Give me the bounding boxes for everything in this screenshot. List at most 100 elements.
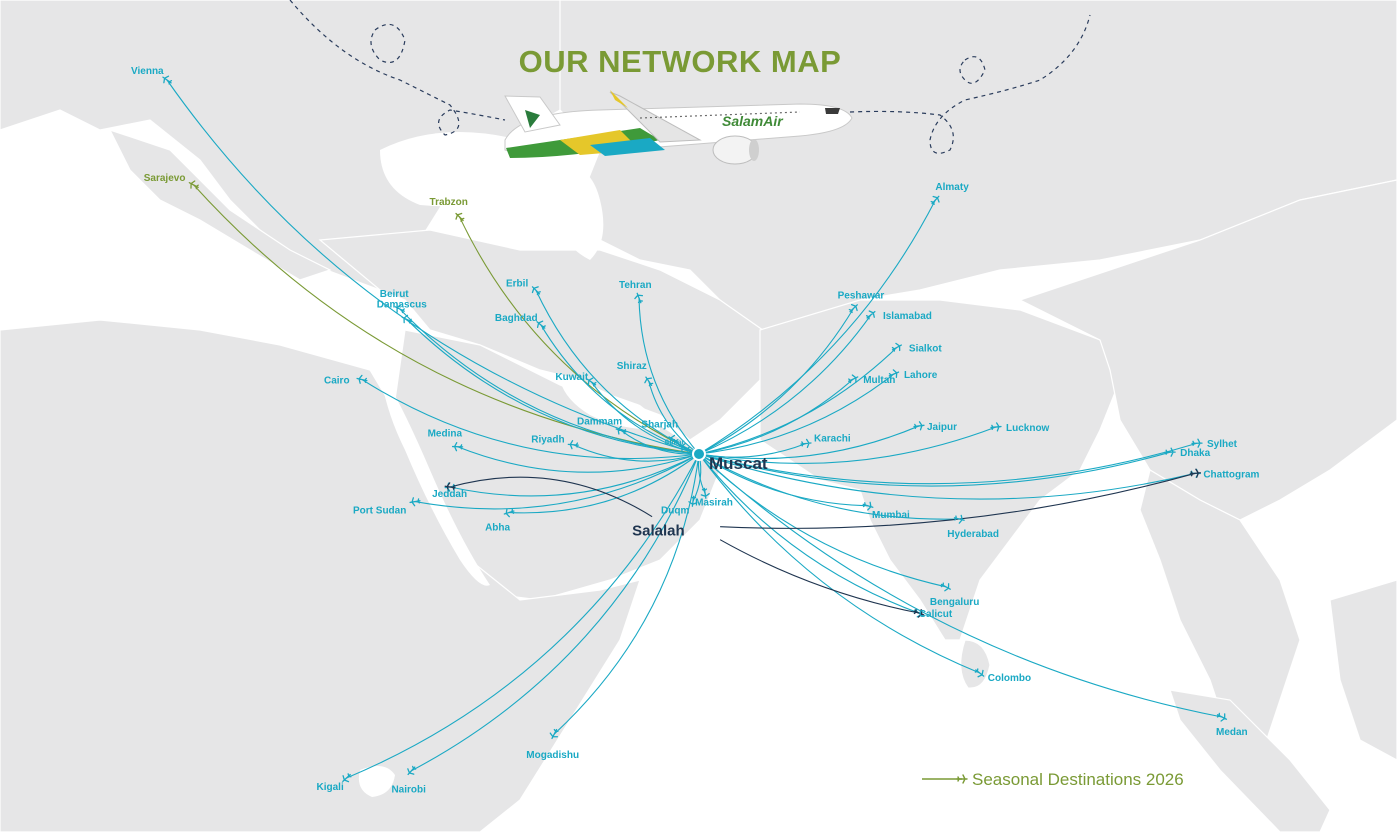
destination-plane-dhaka (1164, 447, 1176, 457)
destination-label-shiraz: Shiraz (617, 361, 647, 372)
route-muscat-lucknow (698, 426, 997, 465)
destination-label-dammam: Dammam (577, 416, 622, 427)
destination-label-port-sudan: Port Sudan (353, 506, 406, 517)
salalah-hub-label: Salalah (632, 523, 685, 540)
legend-plane-icon (956, 774, 968, 784)
route-muscat-kigali (346, 453, 700, 779)
destination-plane-nairobi (407, 765, 417, 776)
route-muscat-vienna (166, 79, 700, 455)
route-muscat-erbil (535, 290, 700, 455)
route-muscat-multan (698, 378, 854, 455)
route-salalah-jeddah (449, 476, 653, 518)
route-muscat-chattogram (698, 453, 1196, 500)
destination-label-jaipur: Jaipur (927, 422, 957, 433)
route-muscat-dhaka (698, 451, 1171, 487)
destination-plane-port-sudan (409, 497, 421, 507)
destination-label-kigali: Kigali (317, 782, 344, 793)
destination-label-damascus: Damascus (377, 299, 427, 310)
muscat-hub-marker (692, 447, 706, 461)
land-india (759, 299, 1121, 641)
aircraft-windows (639, 111, 801, 119)
destination-label-karachi: Karachi (814, 433, 851, 444)
destination-plane-tehran (634, 292, 644, 304)
destination-label-vienna: Vienna (131, 66, 164, 77)
route-muscat-beirut (399, 308, 700, 455)
destination-plane-shiraz (644, 376, 654, 387)
destination-label-sylhet: Sylhet (1207, 439, 1238, 450)
route-muscat-medina (457, 446, 700, 473)
aircraft-livery-text: SalamAir (722, 113, 784, 129)
salalah-plane-calicut (913, 608, 925, 618)
destination-label-baghdad: Baghdad (495, 313, 538, 324)
route-muscat-colombo (698, 453, 980, 674)
route-muscat-baghdad (540, 324, 700, 455)
aircraft-cockpit (825, 108, 840, 114)
destination-label-hyderabad: Hyderabad (947, 529, 999, 540)
aircraft-tail-logo (525, 110, 540, 128)
destination-label-lucknow: Lucknow (1006, 423, 1050, 434)
destination-plane-damascus (401, 314, 412, 324)
destination-plane-peshawar (848, 304, 858, 314)
destination-plane-lucknow (990, 422, 1002, 432)
route-muscat-trabzon (459, 216, 700, 455)
destination-label-kuwait: Kuwait (555, 372, 588, 383)
destination-label-duqm: Duqm (661, 505, 689, 516)
destination-label-islamabad: Islamabad (883, 311, 932, 322)
route-muscat-riyadh (573, 444, 700, 462)
flight-trail-right (849, 14, 1091, 154)
destination-label-sialkot: Sialkot (909, 343, 942, 354)
route-muscat-abha (509, 453, 700, 514)
land-sri-lanka (960, 639, 991, 689)
destination-label-masirah: Masirah (695, 497, 733, 508)
route-salalah-calicut (719, 539, 919, 614)
legend: Seasonal Destinations 2026 (922, 770, 1184, 789)
route-muscat-jeddah (449, 453, 700, 497)
destination-label-bengaluru: Bengaluru (930, 597, 979, 608)
destination-plane-bengaluru (940, 582, 951, 592)
destination-plane-medina (451, 442, 464, 452)
destination-label-medina: Medina (428, 429, 463, 440)
destination-plane-lahore (888, 369, 900, 379)
destination-plane-erbil (531, 286, 541, 296)
land-sumatra (1169, 689, 1331, 832)
route-muscat-sylhet (698, 442, 1198, 485)
destination-label-sharjah: Sharjah (641, 419, 678, 430)
destination-markers (162, 75, 1228, 783)
destination-plane-multan (848, 374, 859, 384)
destination-plane-masirah (700, 487, 710, 499)
destination-plane-duqm (688, 495, 698, 507)
route-muscat-lahore (698, 373, 895, 455)
destination-label-erbil: Erbil (506, 278, 528, 289)
destination-plane-kigali (342, 773, 352, 783)
red-sea (380, 370, 490, 586)
destination-label-sarajevo: Sarajevo (144, 173, 186, 184)
caspian-sea (552, 168, 604, 260)
destination-plane-medan (1216, 712, 1228, 722)
aircraft-engine-intake (749, 139, 759, 161)
route-muscat-hyderabad (698, 453, 960, 520)
salalah-plane-jeddah (444, 482, 456, 492)
route-muscat-port-sudan (414, 453, 700, 510)
destination-plane-kuwait (586, 377, 597, 387)
land-africa (0, 319, 641, 832)
aircraft-illustration: SalamAir (289, 0, 1091, 165)
destination-plane-almaty (930, 195, 940, 205)
destination-plane-sarajevo (188, 180, 199, 190)
destination-label-multan: Multan (863, 375, 895, 386)
black-sea (380, 132, 540, 207)
salalah-plane-chattogram (1189, 468, 1201, 478)
destination-plane-jaipur (913, 421, 925, 431)
destination-plane-colombo (974, 668, 985, 678)
destination-label-almaty: Almaty (935, 182, 969, 193)
destination-label-lahore: Lahore (904, 370, 938, 381)
destination-label-mogadishu: Mogadishu (526, 750, 579, 761)
destination-labels: ViennaSarajevoTrabzonTehranBeirutDamascu… (131, 66, 1260, 796)
destination-label-chattogram: Chattogram (1203, 469, 1259, 480)
destination-label-peshawar: Peshawar (838, 290, 885, 301)
route-muscat-islamabad (698, 314, 872, 455)
route-muscat-peshawar (698, 307, 855, 455)
destination-plane-sialkot (891, 342, 902, 352)
route-muscat-kuwait (590, 381, 700, 455)
